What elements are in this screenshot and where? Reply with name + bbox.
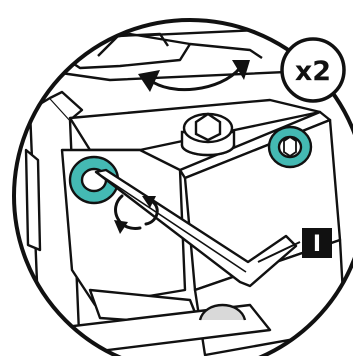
repeat-count-label: x2 [295,56,331,87]
washer-icon [269,127,311,167]
hex-bolt-icon [182,114,234,155]
tool-label: I [313,232,321,257]
repeat-callout: x2 [282,39,344,101]
tool-callout: I [302,228,332,258]
